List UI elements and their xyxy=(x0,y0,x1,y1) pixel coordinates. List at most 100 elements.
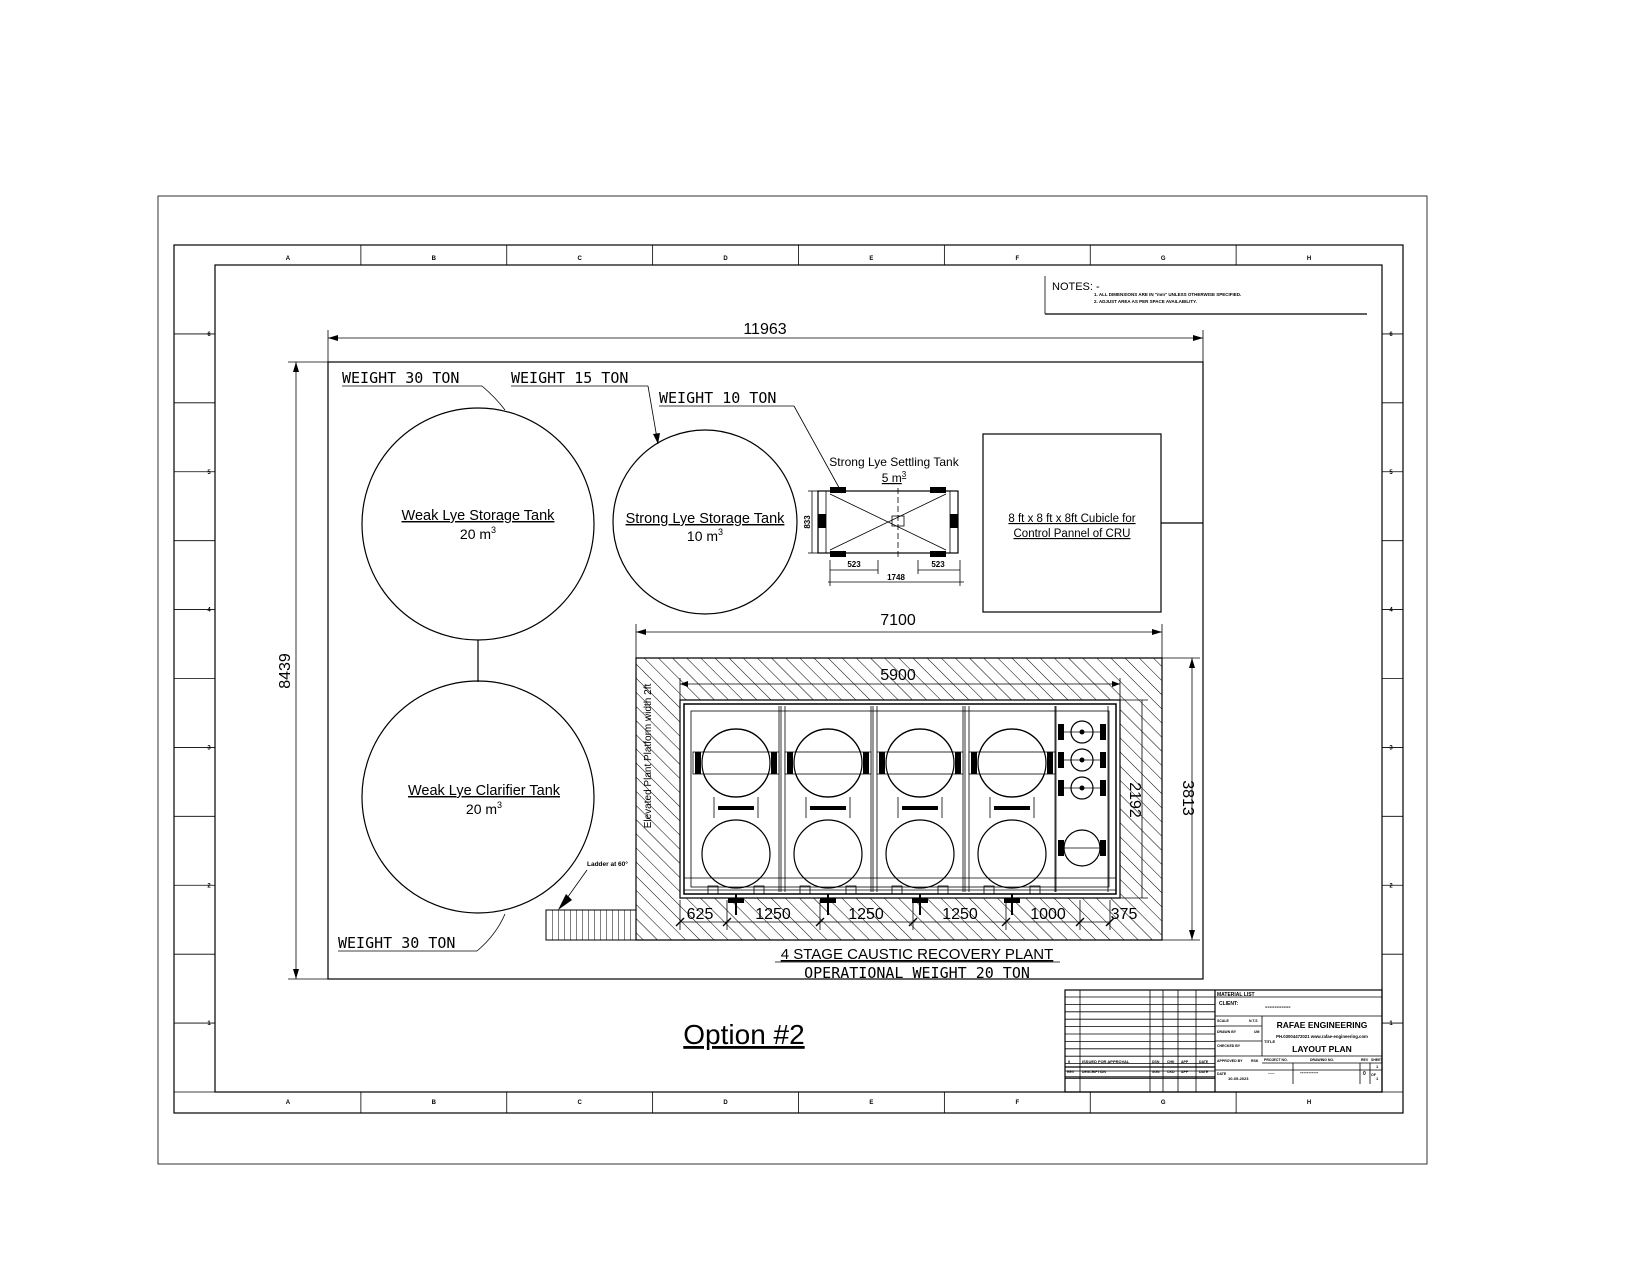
dimension-plant-inner-width: 5900 xyxy=(679,667,1121,700)
tb-date-value: 10-05-2023 xyxy=(1228,1076,1249,1081)
stage-lower-vessel xyxy=(885,819,955,889)
svg-text:WEIGHT 30 TON: WEIGHT 30 TON xyxy=(342,369,459,387)
dim-bottom-segment: 1250 xyxy=(755,906,791,923)
dim-bottom-segment: 1000 xyxy=(1030,906,1066,923)
control-cubicle: 8 ft x 8 ft x 8ft Cubicle for Control Pa… xyxy=(982,433,1203,613)
tb-checked-label: CHECKED BY xyxy=(1217,1044,1241,1048)
ladder-label: Ladder at 60° xyxy=(587,860,628,868)
stage-cell xyxy=(780,706,872,915)
tb-date-label: DATE xyxy=(1217,1072,1227,1076)
tb-project-label: PROJECT NO. xyxy=(1264,1058,1288,1062)
grid-column-label: B xyxy=(432,1100,437,1106)
stage-cell xyxy=(964,706,1056,915)
grid-row-label: 6 xyxy=(207,332,211,338)
settling-name: Strong Lye Settling Tank xyxy=(829,455,959,469)
dim-settling-height: 833 xyxy=(803,515,812,529)
dim-settling-right: 523 xyxy=(931,560,945,569)
tb-material-list: MATERIAL LIST xyxy=(1217,992,1255,998)
grid-column-label: E xyxy=(869,1100,873,1106)
clarifier-name: Weak Lye Clarifier Tank xyxy=(408,783,561,799)
strong-lye-settling-tank: Strong Lye Settling Tank 5 m3 833 523 52… xyxy=(803,455,964,586)
grid-column-label: C xyxy=(578,256,583,262)
grid-column-label: F xyxy=(1015,256,1019,262)
weak-storage-name: Weak Lye Storage Tank xyxy=(402,508,556,524)
grid-column-label: A xyxy=(286,256,291,262)
dimension-plant-width: 7100 xyxy=(635,612,1163,658)
dim-bottom-segment: 375 xyxy=(1111,906,1138,923)
tb-of-value: 1 xyxy=(1376,1076,1379,1081)
svg-text:10 m3: 10 m3 xyxy=(687,527,723,544)
tb-company-contact: PH.03004472021 www.rafae-engineering.com xyxy=(1276,1034,1368,1039)
page-outer-frame xyxy=(157,195,1428,1165)
grid-column-label: F xyxy=(1015,1100,1019,1106)
dim-settling-length: 1748 xyxy=(887,573,905,582)
title-block: MATERIAL LIST CLIENT: ----------- SCALE … xyxy=(1064,989,1384,1093)
svg-text:20 m3: 20 m3 xyxy=(460,525,496,542)
tb-company: RAFAE ENGINEERING xyxy=(1277,1020,1368,1030)
tb-drawn-label: DRAWN BY xyxy=(1217,1030,1237,1034)
tb-scale-label: SCALE xyxy=(1217,1019,1230,1023)
grid-column-label: E xyxy=(869,256,873,262)
dim-plant-height: 3813 xyxy=(1179,780,1196,816)
grid-row-label: 4 xyxy=(207,608,211,614)
note-line-2: 2. ADJUST AREA AS PER SPACE AVAILABILITY… xyxy=(1094,299,1197,304)
settling-volume: 5 m xyxy=(882,471,902,485)
dimension-plant-height: 3813 xyxy=(1162,657,1200,941)
tb-hdr-dsn: SGN xyxy=(1152,1070,1160,1074)
tb-title-label: TITLE xyxy=(1264,1039,1275,1044)
svg-text:5 m3: 5 m3 xyxy=(882,470,907,485)
tb-drawing-title: LAYOUT PLAN xyxy=(1292,1044,1352,1054)
tb-hdr-rev: REV xyxy=(1067,1070,1075,1074)
recovery-plant-skid xyxy=(683,703,1117,915)
svg-text:WEIGHT 15 TON: WEIGHT 15 TON xyxy=(511,369,628,387)
clarifier-volume: 20 m xyxy=(466,801,497,817)
tb-sheet-label: SHEET xyxy=(1371,1058,1384,1062)
stage-lower-vessel xyxy=(977,819,1047,889)
grid-row-label: 2 xyxy=(207,883,211,889)
grid-row-label: 6 xyxy=(1389,332,1393,338)
weight-label-clarifier: WEIGHT 30 TON xyxy=(338,913,506,952)
revision-table xyxy=(1065,990,1215,1092)
dim-bottom-segment: 625 xyxy=(687,906,714,923)
grid-column-label: D xyxy=(723,256,728,262)
notes-title: NOTES: - xyxy=(1052,281,1100,293)
svg-text:WEIGHT 10 TON: WEIGHT 10 TON xyxy=(659,389,776,407)
svg-text:20 m3: 20 m3 xyxy=(466,800,502,817)
weight-label-weak-storage: WEIGHT 30 TON xyxy=(342,369,506,411)
tb-rev-row-desc: ISSUED FOR APPROVAL xyxy=(1082,1059,1130,1064)
tb-project-value: ----- xyxy=(1268,1070,1275,1075)
dim-plant-inner-height: 2192 xyxy=(1126,782,1143,818)
dim-bottom-segment: 1250 xyxy=(848,906,884,923)
dimension-overall-height: 8439 xyxy=(277,361,328,980)
weight-label-strong-storage: WEIGHT 15 TON xyxy=(511,369,660,445)
grid-row-label: 4 xyxy=(1389,608,1393,614)
grid-row-label: 3 xyxy=(1389,745,1393,751)
grid-column-label: G xyxy=(1161,256,1166,262)
tb-of-label: OF xyxy=(1371,1073,1377,1077)
svg-text:WEIGHT 30 TON: WEIGHT 30 TON xyxy=(338,934,455,952)
tb-client-label: CLIENT: xyxy=(1219,1001,1239,1007)
dim-plant-width: 7100 xyxy=(880,612,916,629)
option-label: Option #2 xyxy=(683,1019,804,1050)
side-vessels xyxy=(1055,706,1109,892)
weak-lye-storage-tank: Weak Lye Storage Tank 20 m3 xyxy=(361,407,595,641)
grid-column-label: A xyxy=(286,1100,291,1106)
grid-column-label: H xyxy=(1307,256,1311,262)
grid-column-label: C xyxy=(578,1100,583,1106)
grid-row-label: 3 xyxy=(207,745,211,751)
grid-column-label: H xyxy=(1307,1100,1311,1106)
cubicle-line-2: Control Pannel of CRU xyxy=(1014,528,1131,540)
tb-rev-row-app: APP xyxy=(1181,1060,1189,1064)
dimension-plant-inner-height: 2192 xyxy=(1120,699,1148,899)
weight-label-settling: WEIGHT 10 TON xyxy=(659,389,843,494)
dimension-overall-width: 11963 xyxy=(327,321,1204,362)
tb-hdr-chk: CKD xyxy=(1167,1070,1175,1074)
stage-cell xyxy=(692,706,780,915)
grid-row-label: 1 xyxy=(207,1021,211,1027)
tb-rev-label: REV xyxy=(1361,1058,1369,1062)
tb-hdr-desc: DESCRIPTION xyxy=(1082,1070,1106,1074)
stage-lower-vessel xyxy=(701,819,771,889)
tb-client-value: ----------- xyxy=(1265,1004,1291,1011)
